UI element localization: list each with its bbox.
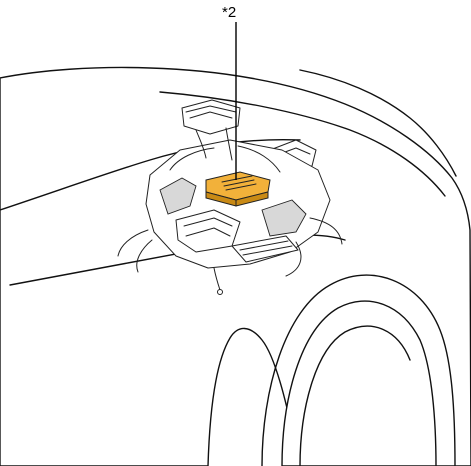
air-intake-ribs xyxy=(185,105,237,113)
radiator-fin-2 xyxy=(242,245,293,256)
wheel-arch xyxy=(261,274,456,466)
callout-label: *2 xyxy=(222,4,237,21)
drain-plug xyxy=(217,289,223,295)
ecu-connector-ribs xyxy=(221,175,257,191)
air-intake-ribs-2 xyxy=(189,111,233,119)
hose-bottom xyxy=(213,267,221,291)
engine-part-left xyxy=(159,177,197,215)
wire-top xyxy=(169,147,215,171)
ecu-side-face xyxy=(235,191,269,207)
wire-top-2 xyxy=(237,145,281,173)
engine-cover-line-2 xyxy=(185,227,231,237)
car-body xyxy=(0,66,471,466)
front-tire xyxy=(281,300,437,466)
intake-duct-2 xyxy=(225,127,233,161)
hose-right xyxy=(309,217,343,245)
hood-cowl-line xyxy=(159,91,446,197)
air-intake-box xyxy=(181,99,241,135)
engine-cover-line xyxy=(183,217,233,227)
radiator-fin xyxy=(239,240,289,251)
tire-sidewall xyxy=(299,325,411,466)
hose-right-2 xyxy=(285,241,302,277)
engine-assembly xyxy=(117,99,343,295)
highlighted-ecu xyxy=(205,171,271,207)
hood-crease xyxy=(0,138,301,211)
hose-left-2 xyxy=(136,239,153,273)
windshield xyxy=(299,69,457,177)
intake-duct xyxy=(195,129,207,159)
hose-left xyxy=(117,229,149,257)
engine-part-right xyxy=(261,199,307,237)
